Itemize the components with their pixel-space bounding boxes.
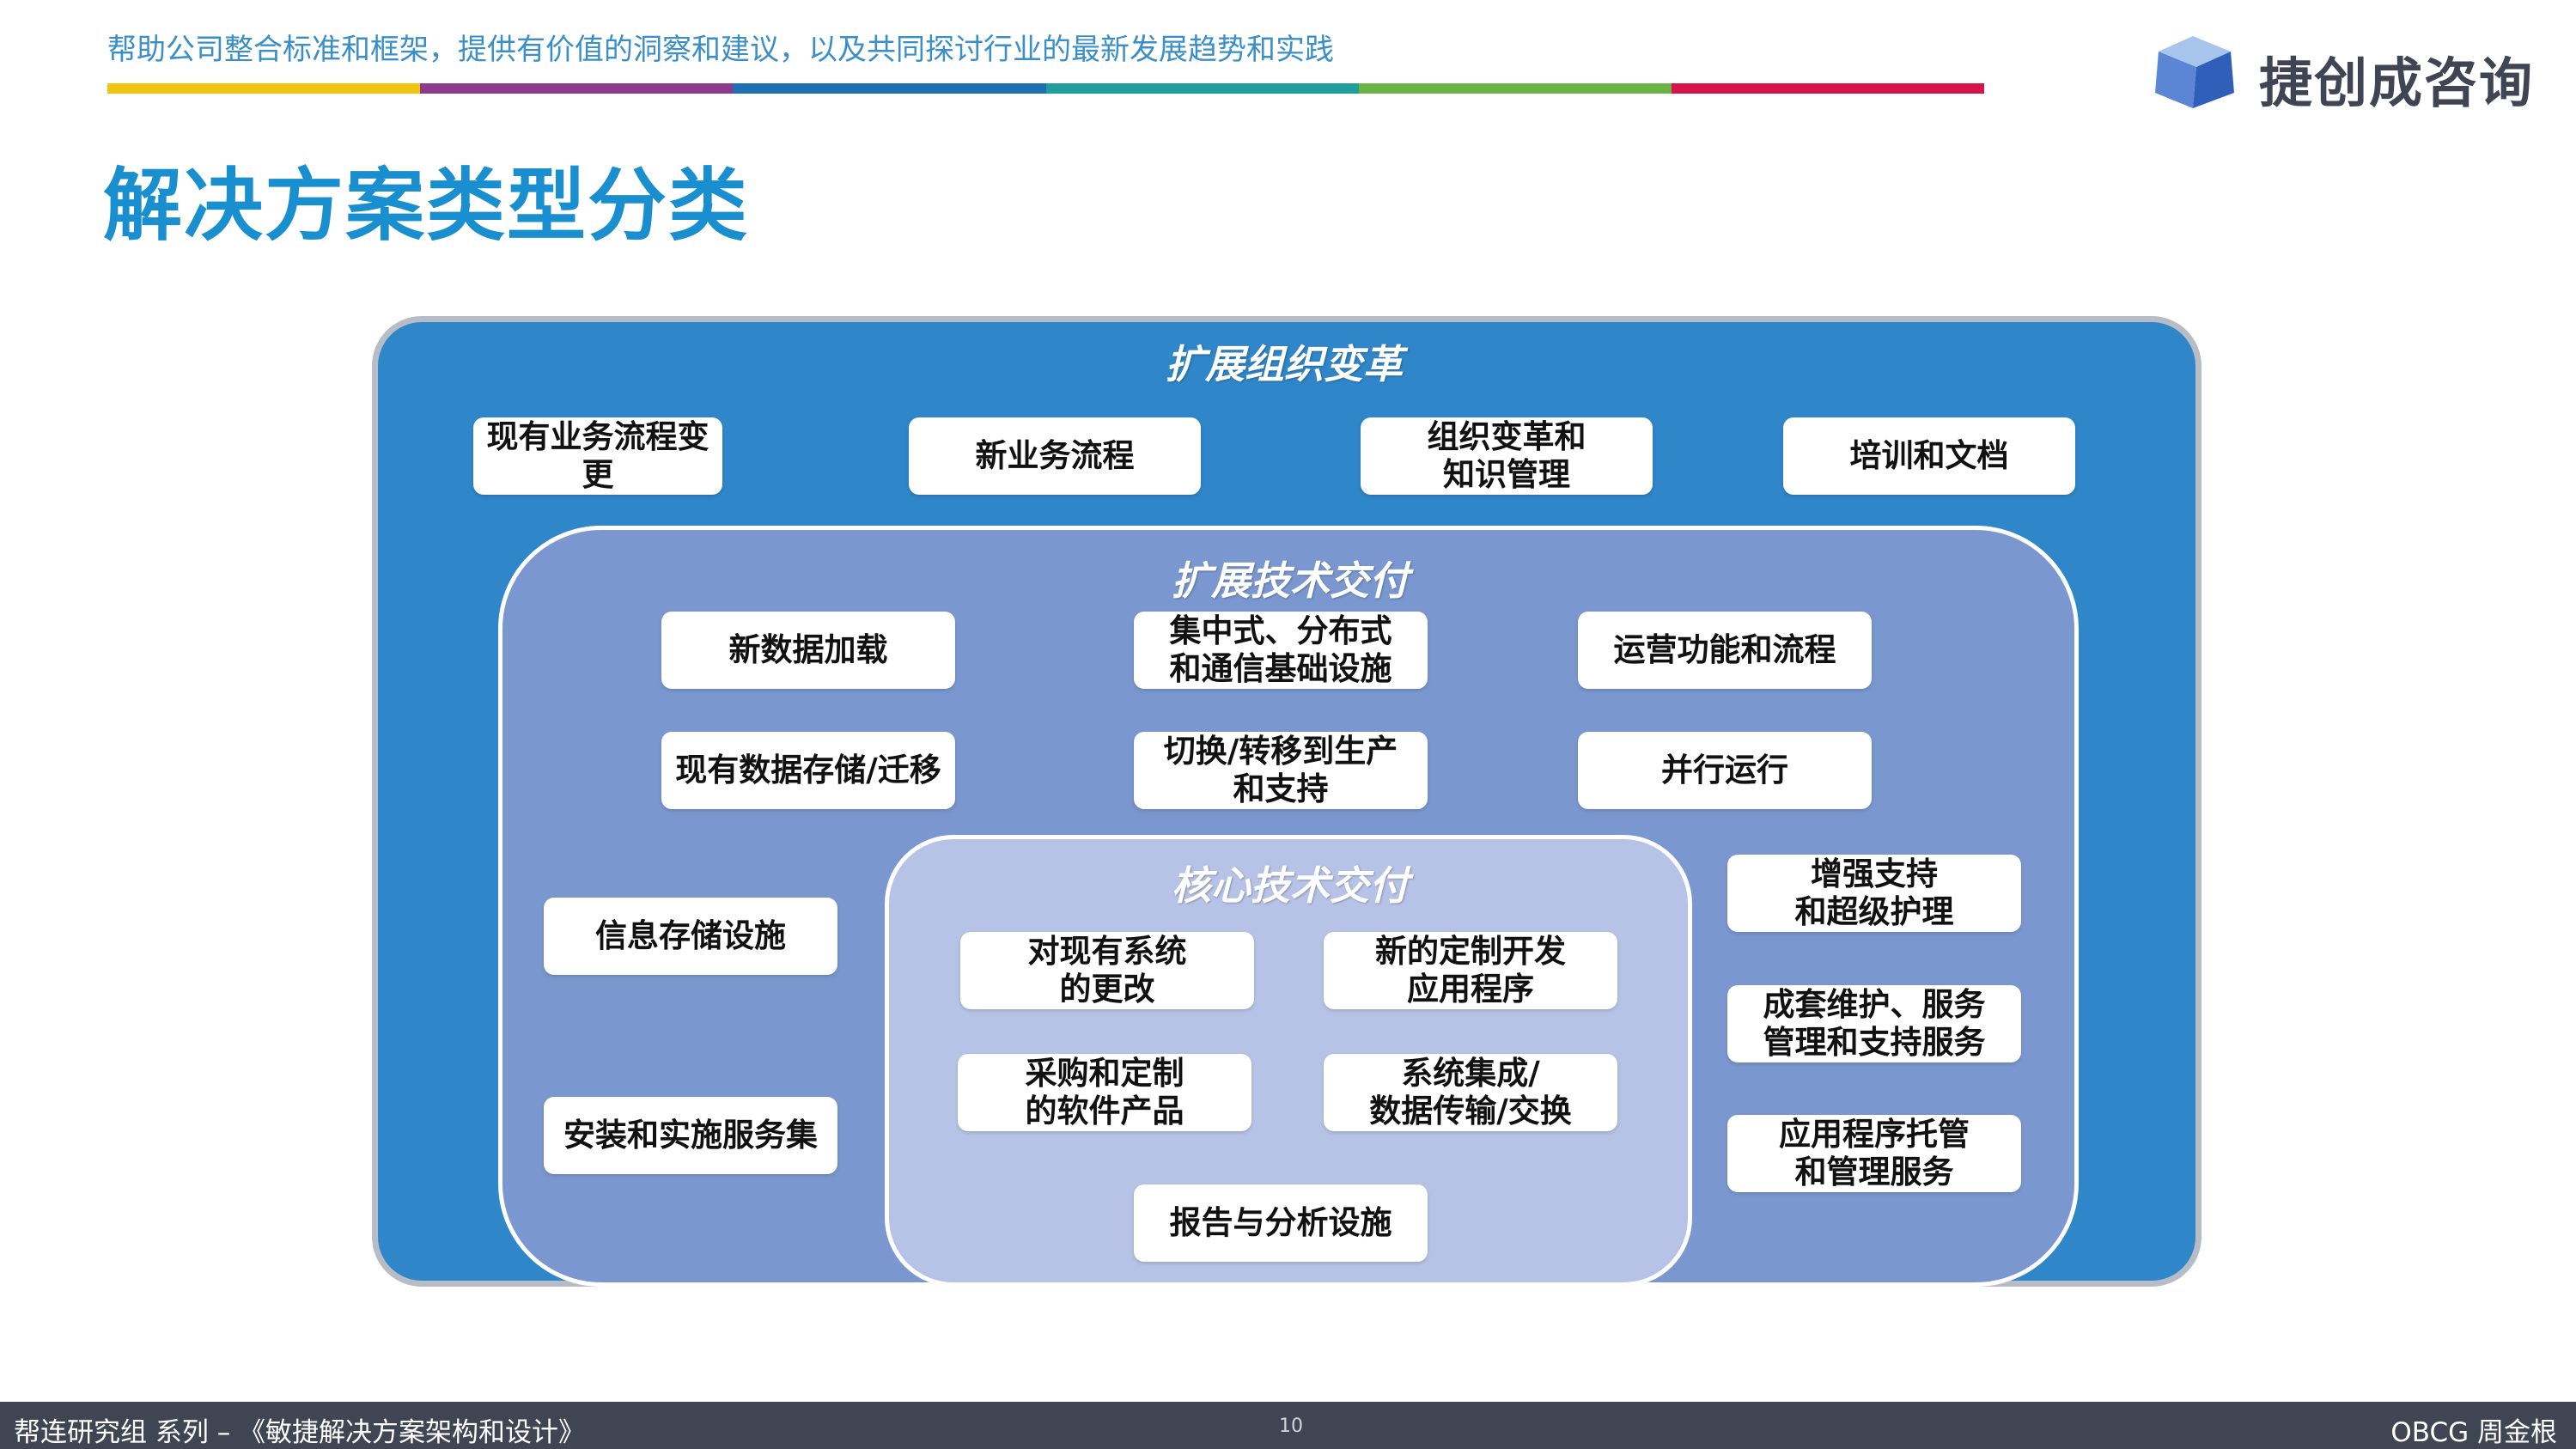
box-maintenance-services: 成套维护、服务 管理和支持服务 xyxy=(1727,985,2021,1062)
outer-zone-label: 扩展组织变革 xyxy=(1166,341,1403,387)
stripe-segment-teal xyxy=(1045,83,1359,94)
footer-bar xyxy=(0,1402,2576,1449)
box-existing-system-change: 对现有系统 的更改 xyxy=(960,932,1254,1009)
header-tagline: 帮助公司整合标准和框架，提供有价值的洞察和建议，以及共同探讨行业的最新发展趋势和… xyxy=(107,33,1334,67)
page-title: 解决方案类型分类 xyxy=(103,160,750,252)
box-install-services: 安装和实施服务集 xyxy=(544,1097,837,1174)
color-stripe xyxy=(107,83,1985,94)
box-existing-process-change: 现有业务流程变更 xyxy=(473,417,722,495)
box-data-migration: 现有数据存储/迁移 xyxy=(661,732,955,809)
stripe-segment-yellow xyxy=(107,83,421,94)
box-new-data-load: 新数据加载 xyxy=(661,612,955,689)
stripe-segment-purple xyxy=(420,83,734,94)
footer-series-title: 帮连研究组 系列 – 《敏捷解决方案架构和设计》 xyxy=(14,1417,586,1448)
box-reporting-analytics: 报告与分析设施 xyxy=(1134,1184,1428,1262)
box-app-hosting: 应用程序托管 和管理服务 xyxy=(1727,1115,2021,1192)
box-software-products: 采购和定制 的软件产品 xyxy=(958,1054,1251,1131)
box-org-change-knowledge-mgmt: 组织变革和 知识管理 xyxy=(1361,417,1653,495)
box-cutover-support: 切换/转移到生产 和支持 xyxy=(1134,732,1428,809)
inner-zone-label: 核心技术交付 xyxy=(1172,862,1409,909)
box-operations-process: 运营功能和流程 xyxy=(1578,612,1872,689)
box-custom-dev: 新的定制开发 应用程序 xyxy=(1324,932,1617,1009)
box-parallel-run: 并行运行 xyxy=(1578,732,1872,809)
box-infrastructure: 集中式、分布式 和通信基础设施 xyxy=(1134,612,1428,689)
brand-logo-text: 捷创成咨询 xyxy=(2259,52,2535,114)
cube-logo-icon xyxy=(2155,36,2234,108)
stripe-segment-blue xyxy=(733,83,1046,94)
box-enhanced-support: 增强支持 和超级护理 xyxy=(1727,855,2021,932)
box-training-docs: 培训和文档 xyxy=(1783,417,2075,495)
middle-zone-label: 扩展技术交付 xyxy=(1172,557,1409,604)
box-info-storage: 信息存储设施 xyxy=(544,898,837,975)
footer-author: OBCG 周金根 xyxy=(2390,1417,2557,1448)
stripe-segment-red xyxy=(1671,83,1985,94)
page-number: 10 xyxy=(1279,1416,1303,1437)
box-new-business-process: 新业务流程 xyxy=(909,417,1201,495)
box-system-integration: 系统集成/ 数据传输/交换 xyxy=(1324,1054,1617,1131)
stripe-segment-green xyxy=(1358,83,1672,94)
